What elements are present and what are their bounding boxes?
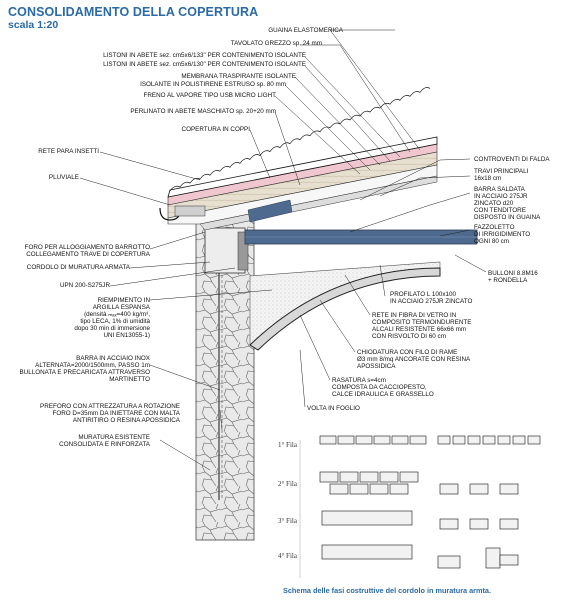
label-listoni-133: LISTONI IN ABETE sez. cm5x6/133" PER CON… xyxy=(103,52,306,59)
label-riempimento-4: tipo LECA, 1% di umidità xyxy=(80,318,150,325)
label-fazzoletto-2: DI IRRIGIDIMENTO xyxy=(474,231,531,238)
drawing-scale: scala 1:20 xyxy=(8,19,59,31)
label-rete-1: RETE IN FIBRA DI VETRO IN xyxy=(372,312,457,319)
label-barra-saldata-2: IN ACCIAIO 275JR xyxy=(474,193,528,200)
label-rete-3: ALCALI RESISTENTE 66x66 mm xyxy=(372,326,467,333)
label-guaina: GUAINA ELASTOMERICA xyxy=(268,27,343,34)
label-barra-inox-2: ALTERNATA=2000/1500mm, PASSO 1m xyxy=(35,362,150,369)
label-profilato-1: PROFILATO L 100x100 xyxy=(390,291,457,298)
label-riempimento-6: UNI EN13055-1) xyxy=(103,332,150,339)
label-bulloni-1: BULLONI 8.8M16 xyxy=(488,270,538,277)
label-barra-saldata-3: ZINCATO d20 xyxy=(474,200,514,207)
label-riempimento-5: dopo 30 min di immersione xyxy=(74,325,150,332)
label-barra-saldata-1: BARRA SALDATA xyxy=(474,186,525,193)
label-travi-2: 16x18 cm xyxy=(474,175,502,182)
label-rasatura-1: RASATURA s=4cm xyxy=(332,377,386,384)
label-bulloni-2: + RONDELLA xyxy=(488,277,528,284)
label-rete-insetti: RETE PARA INSETTI xyxy=(38,148,99,155)
label-pluviale: PLUVIALE xyxy=(48,174,79,181)
drawing-title: CONSOLIDAMENTO DELLA COPERTURA xyxy=(8,5,259,19)
label-controventi: CONTROVENTI DI FALDA xyxy=(474,156,550,163)
label-volta: VOLTA IN FOGLIO xyxy=(307,405,360,412)
fila-2-label: 2° Fila xyxy=(278,480,297,488)
fila-3-label: 3° Fila xyxy=(278,517,297,525)
label-travi-1: TRAVI PRINCIPALI xyxy=(474,168,529,175)
label-preforo-3: ANTIRITIRO O RESINA APOSSIDICA xyxy=(72,417,180,424)
label-membrana: MEMBRANA TRASPIRANTE ISOLANTE xyxy=(181,73,296,80)
label-preforo-2: FORO D=35mm DA INIETTARE CON MALTA xyxy=(52,410,180,417)
roof-layers xyxy=(167,87,438,231)
label-profilato-2: IN ACCIAIO 275JR ZINCATO xyxy=(390,298,473,305)
label-tavolato: TAVOLATO GREZZO sp. 24 mm xyxy=(230,40,322,47)
label-chiodatura-3: APOSSIDICA xyxy=(357,363,396,370)
label-preforo-1: PREFORO CON ATTREZZATURA A ROTAZIONE xyxy=(40,403,180,410)
brick-vault xyxy=(249,267,441,351)
label-rete-4: CON RISVOLTO DI 60 cm xyxy=(372,333,446,340)
label-muratura-1: MURATURA ESISTENTE xyxy=(78,434,150,441)
label-foro-1: FORO PER ALLOGGIAMENTO BARROTTO xyxy=(24,244,150,251)
label-upn: UPN 200-S275JR xyxy=(59,282,110,289)
label-foro-2: COLLEGAMENTO TRAVE DI COPERTURA xyxy=(26,251,150,258)
label-riempimento-2: ARGILLA ESPANSA xyxy=(92,304,150,311)
label-barra-inox-4: MARTINETTO xyxy=(109,376,150,383)
label-rete-2: COMPOSITO TERMOINDURENTE xyxy=(372,319,472,326)
label-freno-vapore: FRENO AL VAPORE TIPO USB MICRO LIGHT xyxy=(143,92,277,99)
label-rasatura-2: COMPOSTA DA CACCIOPESTO, xyxy=(332,384,427,391)
label-barra-inox-3: BULLONATA E PRECARICATA ATTRAVERSO xyxy=(19,369,150,376)
fila-1-label: 1° Fila xyxy=(278,441,297,449)
label-barra-saldata-5: DISPOSTO IN GUAINA xyxy=(474,214,541,221)
label-perlinato: PERLINATO IN ABETE MASCHIATO sp. 20+20 m… xyxy=(130,108,276,115)
label-barra-saldata-4: CON TENDITORE xyxy=(474,207,526,214)
label-riempimento-3: (densità ₘₐₓ=400 kg/m³, xyxy=(84,311,150,318)
label-barra-inox-1: BARRA IN ACCIAIO INOX xyxy=(76,355,150,362)
construction-phase-schema xyxy=(299,435,541,578)
fila-4-label: 4° Fila xyxy=(278,552,297,560)
label-rasatura-3: CALCE IDRAULICA E GRASSELLO xyxy=(332,391,434,398)
label-chiodatura-1: CHIODATURA CON FILO DI RAME xyxy=(357,349,458,356)
schema-caption: Schema delle fasi costruttive del cordol… xyxy=(283,586,492,595)
label-isolante: ISOLANTE IN POLISTIRENE ESTRUSO sp. 80 m… xyxy=(140,81,286,88)
label-fazzoletto-1: FAZZOLETTO xyxy=(474,224,515,231)
label-fazzoletto-3: OGNI 80 cm xyxy=(474,238,509,245)
label-chiodatura-2: Ø3 mm 8/mq ANCORATE CON RESINA xyxy=(357,356,471,363)
label-riempimento-1: RIEMPIMENTO IN xyxy=(97,297,150,304)
label-listoni-130: LISTONI IN ABETE sez. cm5x6/130" PER CON… xyxy=(103,61,306,68)
label-muratura-2: CONSOLIDATA E RINFORZATA xyxy=(59,441,150,448)
label-cordolo: CORDOLO DI MURATURA ARMATA xyxy=(26,264,130,271)
label-coppi: COPERTURA IN COPPI xyxy=(181,126,250,133)
